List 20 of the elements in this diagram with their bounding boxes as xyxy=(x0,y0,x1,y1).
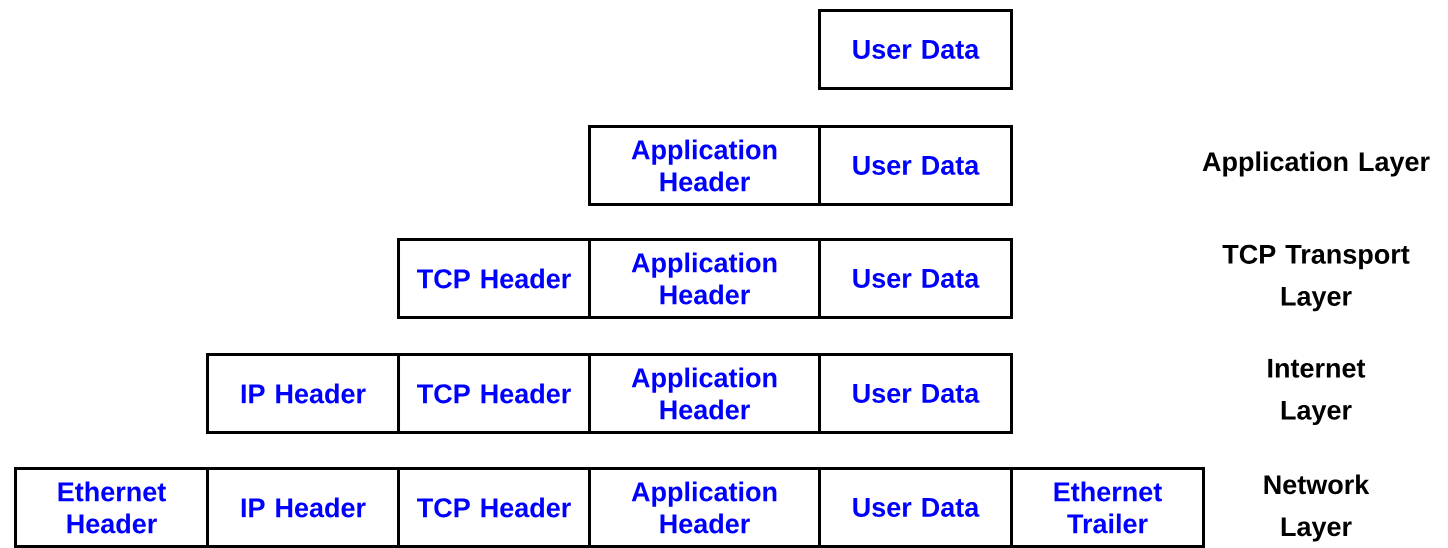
layer-label: Network Layer xyxy=(1264,474,1370,542)
header-cell: TCP Header xyxy=(397,467,591,548)
header-cell: User Data xyxy=(818,353,1013,434)
layer-label: Internet Layer xyxy=(1268,358,1366,426)
header-cell: User Data xyxy=(818,9,1013,90)
header-cell: Ethernet Header xyxy=(14,467,209,548)
header-cell: IP Header xyxy=(206,353,400,434)
header-cell: User Data xyxy=(818,238,1013,319)
header-cell: Application Header xyxy=(588,467,821,548)
layer-label: TCP Transport Layer xyxy=(1222,244,1410,312)
header-cell: TCP Header xyxy=(397,353,591,434)
header-cell: User Data xyxy=(818,467,1013,548)
header-cell: Application Header xyxy=(588,238,821,319)
layer-label: Application Layer xyxy=(1202,151,1430,177)
header-cell: Ethernet Trailer xyxy=(1010,467,1205,548)
header-cell: TCP Header xyxy=(397,238,591,319)
header-cell: IP Header xyxy=(206,467,400,548)
header-cell: User Data xyxy=(818,125,1013,206)
header-cell: Application Header xyxy=(588,353,821,434)
header-cell: Application Header xyxy=(588,125,821,206)
